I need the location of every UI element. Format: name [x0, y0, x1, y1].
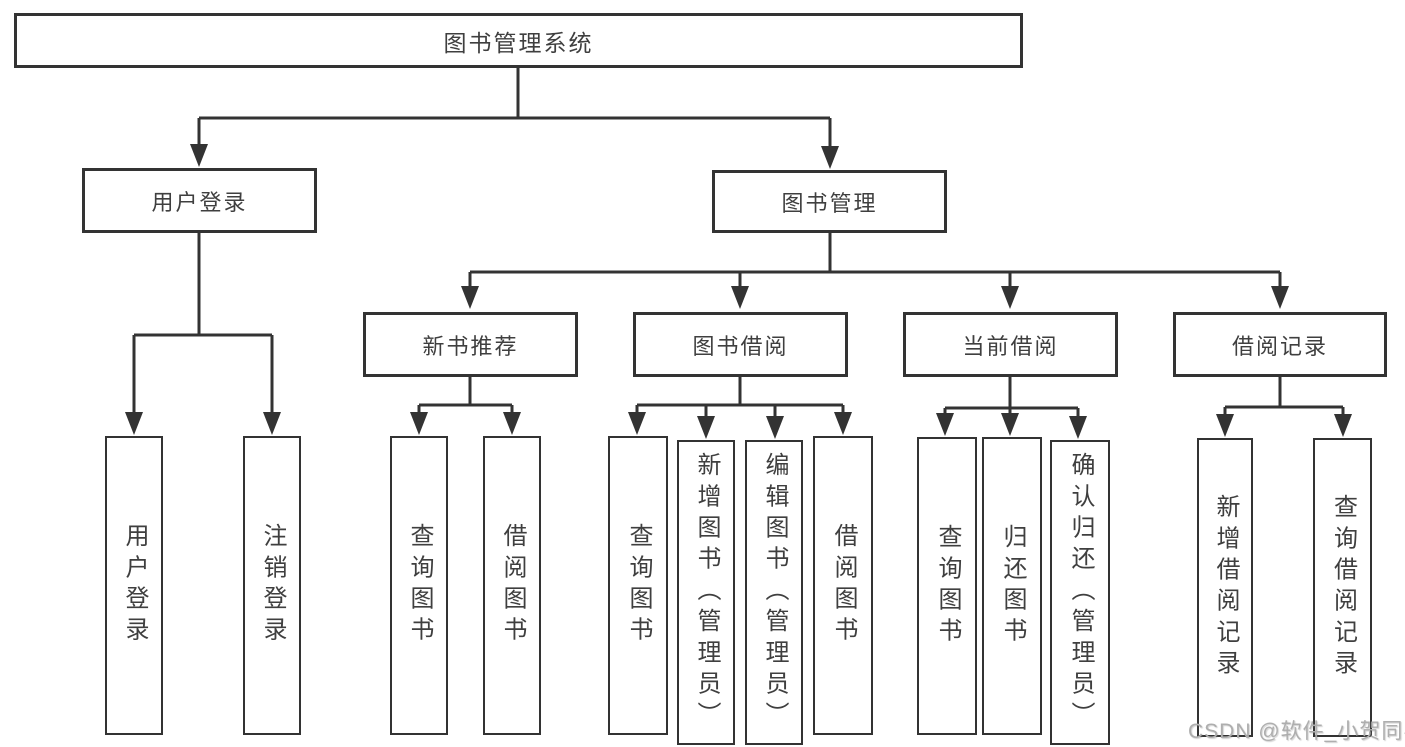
leaf-add-borrow-record: 新增借阅记录: [1197, 438, 1253, 737]
leaf-current-query-book: 查询图书: [917, 437, 977, 735]
leaf-edit-book-admin: 编辑图书（管理员）: [745, 440, 803, 745]
leaf-borrow-query-book: 查询图书: [608, 436, 668, 735]
node-new-book-recommend: 新书推荐: [363, 312, 578, 377]
leaf-borrow-book: 借阅图书: [813, 436, 873, 735]
leaf-confirm-return-admin: 确认归还（管理员）: [1050, 440, 1110, 745]
leaf-recommend-borrow-book: 借阅图书: [483, 436, 541, 735]
csdn-watermark: CSDN @软件_小贺同学: [1188, 720, 1405, 743]
node-book-management: 图书管理: [712, 170, 947, 233]
node-borrow-records: 借阅记录: [1173, 312, 1387, 377]
node-user-login: 用户登录: [82, 168, 317, 233]
node-current-borrow: 当前借阅: [903, 312, 1118, 377]
arrowheads: [125, 144, 1352, 439]
leaf-return-book: 归还图书: [982, 437, 1042, 735]
leaf-add-book-admin: 新增图书（管理员）: [677, 440, 735, 745]
leaf-logout: 注销登录: [243, 436, 301, 735]
leaf-recommend-query-book: 查询图书: [390, 436, 448, 735]
leaf-user-login: 用户登录: [105, 436, 163, 735]
node-system-root: 图书管理系统: [14, 13, 1023, 68]
leaf-query-borrow-record: 查询借阅记录: [1313, 438, 1372, 737]
node-book-borrow: 图书借阅: [633, 312, 848, 377]
